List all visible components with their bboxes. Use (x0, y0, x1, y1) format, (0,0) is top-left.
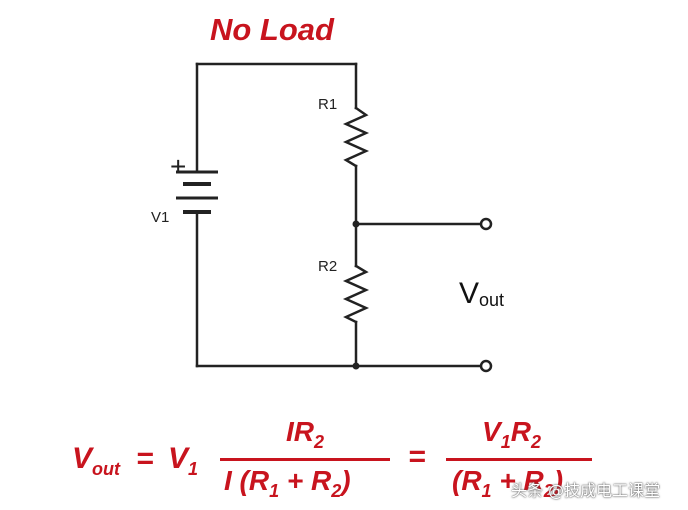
fraction-1-denom-sub-a: 1 (269, 481, 280, 501)
junction-node-bottom (352, 362, 360, 370)
vout-label: Vout (459, 277, 504, 311)
equation-equals-1: = (136, 442, 154, 475)
fraction-1-denom-suffix: ) (341, 465, 351, 496)
fraction-2-numerator-sub-a: 1 (500, 432, 511, 452)
fraction-2-numerator-symbol-b: R (510, 416, 531, 447)
equation-equals-2: = (408, 440, 426, 473)
fraction-2-denominator: (R1 + R2) (452, 465, 564, 501)
equation-lhs: Vout (72, 442, 120, 479)
diagram-title: No Load (210, 12, 334, 47)
fraction-1-numerator-subscript: 2 (314, 432, 325, 452)
resistor-r2-label: R2 (318, 258, 338, 275)
fraction-1-denom-prefix: I (R (224, 465, 270, 496)
fraction-2-denom-prefix: (R (452, 465, 482, 496)
output-terminal-bottom (479, 359, 493, 373)
junction-node-top (352, 220, 360, 228)
resistor-r1-label: R1 (318, 96, 338, 113)
fraction-2-denom-sub-a: 1 (481, 481, 492, 501)
fraction-2-numerator-sub-b: 2 (530, 432, 541, 452)
vout-symbol: V (459, 277, 480, 310)
fraction-2-numerator-symbol-a: V (482, 416, 501, 447)
watermark: 头条 @技成电工课堂 (511, 481, 661, 500)
battery-label: V1 (151, 209, 170, 226)
battery-v1 (176, 170, 218, 214)
fraction-2-denom-suffix: ) (553, 465, 564, 496)
fraction-1-denominator: I (R1 + R2) (224, 465, 351, 501)
fraction-1-bar (220, 458, 390, 461)
equation-lhs-symbol: V (72, 442, 93, 475)
output-terminal-top (479, 217, 493, 231)
resistor-r1 (342, 106, 370, 168)
equation-factor-subscript: 1 (188, 459, 199, 479)
equation-factor-symbol: V (168, 442, 189, 475)
fraction-2-bar (446, 458, 592, 461)
fraction-2-denom-sub-b: 2 (543, 481, 554, 501)
fraction-1-denom-middle: + R (279, 465, 332, 496)
fraction-2-denom-middle: + R (491, 465, 544, 496)
fraction-1-numerator-symbol: IR (286, 416, 314, 447)
battery-plus-sign: + (170, 151, 187, 182)
fraction-1-numerator: IR2 (286, 416, 324, 452)
equation-lhs-subscript: out (92, 459, 120, 479)
fraction-1-denom-sub-b: 2 (331, 481, 342, 501)
equation-factor: V1 (168, 442, 198, 479)
vout-subscript: out (479, 290, 505, 310)
fraction-2-numerator: V1R2 (482, 416, 541, 452)
resistor-r2 (342, 264, 370, 324)
